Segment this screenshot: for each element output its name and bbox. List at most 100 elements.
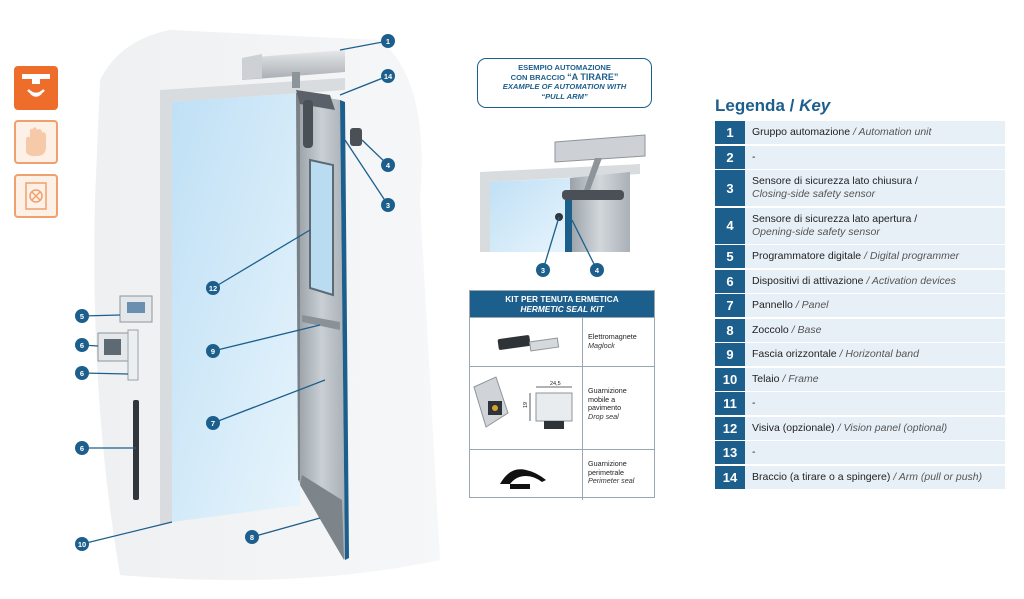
legend-number: 5 — [715, 245, 745, 268]
legend-number: 10 — [715, 367, 745, 391]
legend-text: Programmatore digitale / Digital program… — [752, 250, 960, 262]
main-callouts: 1 14 4 3 12 9 7 8 10 5 6 6 6 — [75, 34, 395, 551]
legend-row-9: 9 Fascia orizzontale / Horizontal band — [715, 343, 1005, 366]
perimeter-seal-image — [470, 450, 583, 500]
callout-10: 10 — [75, 537, 89, 551]
perimeter-seal-label: Guarnizione perimetrale Perimeter seal — [588, 459, 635, 486]
legend-number: 14 — [715, 465, 745, 489]
legend-text-it: Fascia orizzontale — [752, 348, 837, 360]
hermetic-seal-kit: KIT PER TENUTA ERMETICA HERMETIC SEAL KI… — [469, 290, 655, 500]
legend-text: Sensore di sicurezza lato apertura /Open… — [745, 208, 1005, 244]
kit-title: KIT PER TENUTA ERMETICA — [505, 294, 619, 304]
svg-text:19: 19 — [523, 402, 529, 408]
callout-7: 7 — [206, 416, 220, 430]
example-line3: EXAMPLE OF AUTOMATION WITH — [502, 82, 627, 91]
kit-item-perimeter-seal: Guarnizione perimetrale Perimeter seal — [470, 449, 654, 500]
hand-wave-icon — [14, 120, 58, 164]
legend-text: Braccio (a tirare o a spingere) / Arm (p… — [752, 470, 983, 483]
legend-row-2: 2- — [715, 145, 1005, 169]
drop-seal-label: Guarnizione mobile a pavimento Drop seal — [588, 386, 627, 421]
legend-text-it: Dispositivi di attivazione — [752, 274, 864, 287]
legend-row-11: 11- — [715, 392, 1005, 415]
pull-arm-detail-illustration: 3 4 — [480, 134, 646, 277]
legend-text-it: Visiva (opzionale) — [752, 421, 835, 434]
legend-text-it: Programmatore digitale — [752, 250, 862, 262]
legend-text-it: Braccio (a tirare o a spingere) — [752, 470, 891, 483]
callout-6c: 6 — [75, 441, 89, 455]
svg-text:6: 6 — [80, 369, 84, 378]
svg-text:3: 3 — [386, 201, 390, 210]
kit-item-drop-seal: 24,5 19 Guarnizione mobile a pavimento D… — [470, 366, 654, 449]
example-line1: ESEMPIO AUTOMAZIONE — [518, 63, 611, 72]
legend-text: - — [745, 441, 1005, 464]
svg-text:8: 8 — [250, 533, 254, 542]
svg-text:9: 9 — [211, 347, 215, 356]
legend-row-13: 13- — [715, 441, 1005, 464]
legend-text-it: Pannello — [752, 299, 793, 311]
legend-text-en: Arm (pull or push) — [898, 470, 983, 483]
callout-4: 4 — [381, 158, 395, 172]
legend-text: Telaio / Frame — [752, 372, 819, 385]
svg-text:7: 7 — [211, 419, 215, 428]
legend-text-en: Activation devices — [871, 274, 956, 287]
callout-14: 14 — [381, 69, 395, 83]
maglock-label: Elettromagnete Maglock — [588, 332, 637, 350]
kit-subtitle: HERMETIC SEAL KIT — [520, 304, 604, 314]
push-button-icon — [14, 174, 58, 218]
legend-text-en: Automation unit — [858, 126, 932, 138]
maglock-image — [470, 318, 583, 366]
callout-3: 3 — [381, 198, 395, 212]
legend-number: 4 — [715, 207, 745, 244]
svg-text:6: 6 — [80, 341, 84, 350]
legend-number: 9 — [715, 343, 745, 366]
legend-text-en: Frame — [788, 372, 819, 385]
drop-seal-image: 24,5 19 — [470, 367, 583, 449]
svg-text:3: 3 — [541, 266, 545, 275]
callout-1: 1 — [381, 34, 395, 48]
callout-5: 5 — [75, 309, 89, 323]
callout-12: 12 — [206, 281, 220, 295]
kit-item-maglock: Elettromagnete Maglock — [470, 317, 654, 366]
legend-number: 2 — [715, 145, 745, 169]
detail-callout-4: 4 — [590, 263, 604, 277]
legend-row-14: 14 Braccio (a tirare o a spingere) / Arm … — [715, 465, 1005, 489]
legend-text: Sensore di sicurezza lato chiusura /Clos… — [745, 170, 1005, 206]
legend-number: 1 — [715, 121, 745, 144]
legend-number: 13 — [715, 441, 745, 464]
legend-text-en: Closing-side safety sensor — [752, 188, 876, 200]
example-line2: CON BRACCIO “A TIRARE” — [510, 71, 619, 82]
svg-text:10: 10 — [78, 540, 86, 549]
legend-text: Fascia orizzontale / Horizontal band — [752, 348, 919, 360]
legend-text-it: Sensore di sicurezza lato apertura / — [752, 212, 918, 225]
legend-title: Legenda / Key — [715, 96, 831, 115]
legend-text-it: Gruppo automazione — [752, 126, 851, 138]
legend-text-en: Opening-side safety sensor — [752, 225, 880, 238]
legend-row-5: 5 Programmatore digitale / Digital progra… — [715, 245, 1005, 268]
legend-text-it: Telaio — [752, 372, 780, 385]
legend-number: 6 — [715, 269, 745, 293]
svg-text:24,5: 24,5 — [550, 381, 561, 387]
legend-text-it: - — [752, 446, 756, 458]
svg-text:1: 1 — [386, 37, 390, 46]
legend-text: Pannello / Panel — [752, 299, 829, 311]
svg-text:12: 12 — [209, 284, 217, 293]
legend-text-en: Base — [797, 323, 822, 336]
legend-text: Zoccolo / Base — [752, 323, 822, 336]
legend-text-en: Digital programmer — [869, 250, 960, 262]
svg-text:4: 4 — [595, 266, 600, 275]
legend-text: Visiva (opzionale) / Vision panel (optio… — [752, 421, 948, 434]
legend-text: Gruppo automazione / Automation unit — [752, 126, 932, 138]
legend-text: - — [745, 146, 1005, 169]
legend-text: - — [745, 392, 1005, 415]
legend-text-en: Horizontal band — [845, 348, 919, 360]
callout-8: 8 — [245, 530, 259, 544]
svg-text:4: 4 — [386, 161, 391, 170]
